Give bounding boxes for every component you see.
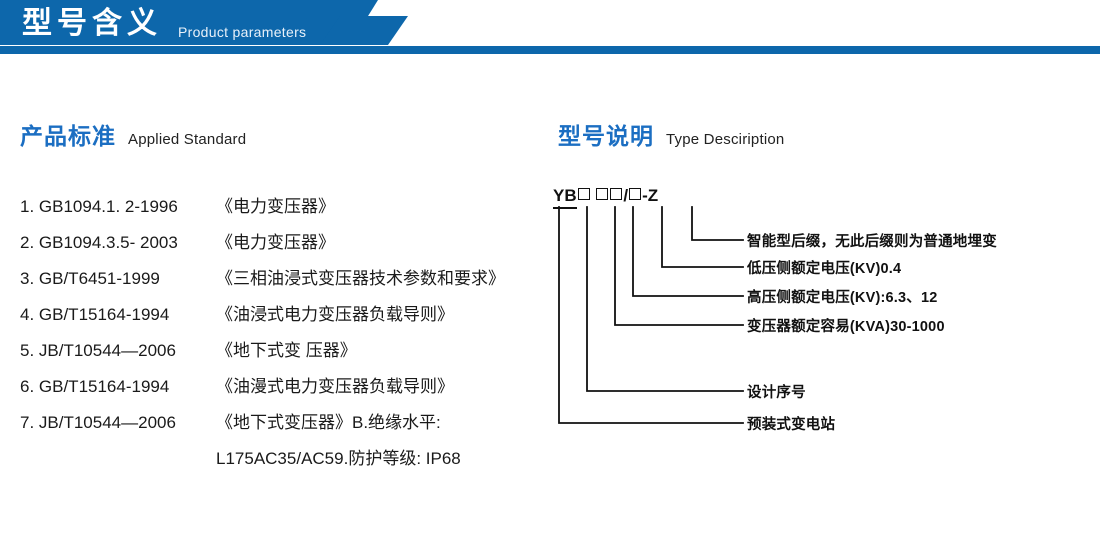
label-design-serial: 设计序号 [747,385,806,401]
page-banner: 型号含义 Product parameters [0,0,1100,54]
standard-row: 2. GB1094.3.5- 2003 《电力变压器》 [20,228,560,264]
type-code-box-design [577,188,590,200]
standard-row: 5. JB/T10544—2006 《地下式变 压器》 [20,336,560,372]
section-heading-type-description: 型号说明 Type Desciription [558,117,784,151]
standard-row: 4. GB/T15164-1994 《油浸式电力变压器负载导则》 [20,300,560,336]
banner-subtitle: Product parameters [178,24,307,40]
type-code-box-capacity-2 [610,188,623,200]
standard-name: 《地下式变 压器》 [216,341,357,360]
standard-code: 6. GB/T15164-1994 [20,377,170,396]
standard-name: 《油浸式电力变压器负载导则》 [216,305,454,324]
standard-code: 1. GB1094.1. 2-1996 [20,197,178,216]
type-code-separator: / [623,186,629,205]
section-heading-en: Type Desciription [666,131,785,148]
leader-lines [558,206,744,424]
standard-name: 《油漫式电力变压器负载导则》 [216,377,454,396]
label-hv-rated-voltage: 高压侧额定电压(KV):6.3、12 [747,290,938,306]
standard-code: 4. GB/T15164-1994 [20,305,170,324]
label-intelligent-suffix: 智能型后缀，无此后缀则为普通地埋变 [747,234,997,250]
standard-code: 7. JB/T10544—2006 [20,413,176,432]
type-code-dash: - [642,186,648,205]
standard-code: 5. JB/T10544—2006 [20,341,176,360]
type-code-suffix: Z [647,186,659,205]
standard-row: 7. JB/T10544—2006 《地下式变压器》B.绝缘水平: [20,408,560,444]
standard-code: 2. GB1094.3.5- 2003 [20,233,178,252]
standard-code: 3. GB/T6451-1999 [20,269,160,288]
type-designation-diagram: YB /-Z 智能型后缀，无此后缀则为普通地埋变 低压侧额定电压(KV)0.4 … [545,186,1100,436]
label-lv-rated-voltage: 低压侧额定电压(KV)0.4 [747,261,902,277]
type-code-box-capacity-1 [596,188,609,200]
banner-title: 型号含义 [22,7,162,40]
applied-standard-list: 1. GB1094.1. 2-1996 《电力变压器》 2. GB1094.3.… [20,192,560,480]
section-heading-applied-standard: 产品标准 Applied Standard [20,117,246,151]
label-rated-capacity: 变压器额定容易(KVA)30-1000 [747,319,945,335]
standard-row: 1. GB1094.1. 2-1996 《电力变压器》 [20,192,560,228]
standard-row: 6. GB/T15164-1994 《油漫式电力变压器负载导则》 [20,372,560,408]
standard-row-continuation: L175AC35/AC59.防护等级: IP68 [20,444,560,480]
section-heading-en: Applied Standard [128,131,247,148]
banner-background-shape [0,0,1100,54]
type-code-box-lv [629,188,642,200]
type-code-string: YB /-Z [553,186,658,209]
standard-name: 《电力变压器》 [216,197,335,216]
section-heading-cn: 产品标准 [20,123,116,149]
standard-row: 3. GB/T6451-1999 《三相油浸式变压器技术参数和要求》 [20,264,560,300]
type-code-prefix: YB [553,186,577,209]
standard-name: 《三相油浸式变压器技术参数和要求》 [216,269,505,288]
standard-name: 《地下式变压器》B.绝缘水平: [216,413,441,432]
section-heading-cn: 型号说明 [558,123,654,149]
standard-name: L175AC35/AC59.防护等级: IP68 [216,449,461,468]
label-prefab-substation: 预装式变电站 [747,417,836,433]
standard-name: 《电力变压器》 [216,233,335,252]
